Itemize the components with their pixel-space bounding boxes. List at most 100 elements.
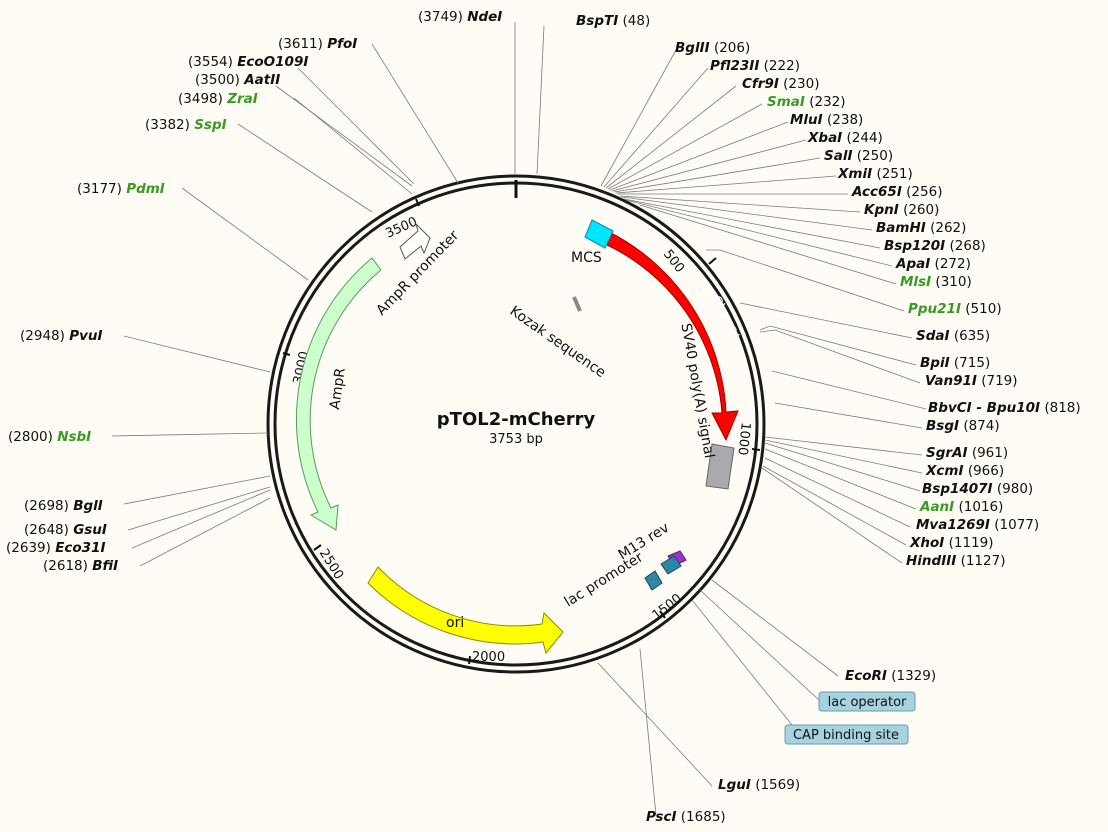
site-ndei[interactable]: (3749) NdeI bbox=[418, 9, 502, 25]
site-sali-name: SalI bbox=[824, 148, 852, 164]
site-lgui[interactable]: LguI (1569) bbox=[718, 777, 800, 793]
site-bbvci-bpu10i-pos: (818) bbox=[1044, 400, 1080, 416]
tick-mark-1000 bbox=[751, 448, 761, 451]
site-bsp1407i[interactable]: Bsp1407I (980) bbox=[922, 481, 1033, 497]
site-acc65i[interactable]: Acc65I (256) bbox=[851, 184, 942, 200]
site-mlui[interactable]: MluI (238) bbox=[790, 112, 863, 128]
site-bbvci-bpu10i-name: BbvCI - Bpu10I bbox=[928, 400, 1040, 416]
site-bgli-pos: (2698) bbox=[24, 498, 69, 514]
site-pfoi-name: PfoI bbox=[327, 36, 357, 52]
mcs-label: MCS bbox=[571, 250, 602, 266]
site-ppu21i[interactable]: Ppu21I (510) bbox=[908, 301, 1002, 317]
ori-label: ori bbox=[446, 615, 464, 631]
site-ppu21i-pos: (510) bbox=[965, 301, 1001, 317]
ampr-label: AmpR bbox=[327, 367, 349, 411]
site-aani[interactable]: AanI (1016) bbox=[919, 499, 1003, 515]
site-zrai-name: ZraI bbox=[226, 91, 258, 107]
cap-binding-site-box-bg bbox=[784, 724, 909, 745]
site-pdmi[interactable]: (3177) PdmI bbox=[77, 181, 165, 197]
ampr-promoter-feature[interactable] bbox=[399, 222, 431, 260]
site-bfii-name: BfiI bbox=[92, 558, 118, 574]
site-ecori-pos: (1329) bbox=[891, 668, 936, 684]
site-ecori[interactable]: EcoRI (1329) bbox=[845, 668, 936, 684]
mcherry-feature[interactable] bbox=[604, 232, 739, 442]
lac-operator-box[interactable]: lac operator bbox=[818, 691, 916, 712]
site-smai[interactable]: SmaI (232) bbox=[767, 94, 846, 110]
site-xhoi-pos: (1119) bbox=[949, 535, 994, 551]
site-pvui[interactable]: (2948) PvuI bbox=[20, 328, 103, 344]
site-bglii[interactable]: BglII (206) bbox=[675, 40, 750, 56]
site-bpii-name: BpiI bbox=[920, 355, 950, 371]
site-bglii-pos: (206) bbox=[714, 40, 750, 56]
site-psci-name: PscI bbox=[646, 809, 676, 825]
site-sdai-pos: (635) bbox=[954, 328, 990, 344]
tick-mark-2500 bbox=[313, 544, 322, 551]
site-pfoi[interactable]: (3611) PfoI bbox=[278, 36, 357, 52]
cap-binding-site-label: CAP binding site bbox=[793, 728, 899, 743]
site-hindiii[interactable]: HindIII (1127) bbox=[906, 553, 1005, 569]
site-bsp120i[interactable]: Bsp120I (268) bbox=[884, 238, 986, 254]
site-van91i[interactable]: Van91I (719) bbox=[925, 373, 1018, 389]
sv40-feature[interactable] bbox=[705, 443, 735, 490]
site-ecoo109i[interactable]: (3554) EcoO109I bbox=[188, 54, 308, 70]
site-van91i-pos: (719) bbox=[981, 373, 1017, 389]
site-mva1269i[interactable]: Mva1269I (1077) bbox=[916, 517, 1039, 533]
site-bglii-name: BglII bbox=[675, 40, 710, 56]
site-xmii-name: XmiI bbox=[837, 166, 872, 182]
site-bspti[interactable]: BspTI (48) bbox=[576, 13, 650, 29]
site-bbvci-bpu10i[interactable]: BbvCI - Bpu10I (818) bbox=[928, 400, 1081, 416]
site-bspti-name: BspTI bbox=[576, 13, 618, 29]
site-xmii-pos: (251) bbox=[876, 166, 912, 182]
site-aani-name: AanI bbox=[919, 499, 954, 515]
lac-promoter-feature[interactable] bbox=[660, 555, 682, 575]
site-eco31i[interactable]: (2639) Eco31I bbox=[6, 540, 106, 556]
site-apai[interactable]: ApaI (272) bbox=[895, 256, 971, 272]
site-ndei-name: NdeI bbox=[467, 9, 502, 25]
site-aatii[interactable]: (3500) AatII bbox=[195, 72, 280, 88]
site-bgli[interactable]: (2698) BglI bbox=[24, 498, 103, 514]
site-xbai-name: XbaI bbox=[807, 130, 842, 146]
site-mlsi[interactable]: MlsI (310) bbox=[900, 274, 972, 290]
mcs-feature[interactable] bbox=[584, 219, 614, 249]
site-kpni[interactable]: KpnI (260) bbox=[864, 202, 939, 218]
site-nsbi[interactable]: (2800) NsbI bbox=[8, 429, 91, 445]
site-bamhi[interactable]: BamHI (262) bbox=[876, 220, 966, 236]
site-gsui-name: GsuI bbox=[73, 522, 107, 538]
lac-operator-box-bg bbox=[818, 691, 916, 712]
site-bamhi-pos: (262) bbox=[930, 220, 966, 236]
site-xcmi[interactable]: XcmI (966) bbox=[925, 463, 1004, 479]
site-eco31i-name: Eco31I bbox=[55, 540, 105, 556]
site-bsgi-name: BsgI bbox=[926, 418, 959, 434]
site-mlui-name: MluI bbox=[790, 112, 823, 128]
site-sspi-pos: (3382) bbox=[145, 117, 190, 133]
site-mva1269i-pos: (1077) bbox=[994, 517, 1039, 533]
site-xmii[interactable]: XmiI (251) bbox=[837, 166, 913, 182]
site-sali[interactable]: SalI (250) bbox=[824, 148, 893, 164]
site-xbai[interactable]: XbaI (244) bbox=[807, 130, 883, 146]
site-mlsi-name: MlsI bbox=[900, 274, 931, 290]
site-bpii[interactable]: BpiI (715) bbox=[920, 355, 990, 371]
site-sgrai[interactable]: SgrAI (961) bbox=[926, 445, 1008, 461]
ori-feature[interactable] bbox=[367, 566, 564, 655]
cap-binding-site-box[interactable]: CAP binding site bbox=[784, 724, 909, 745]
site-bsgi[interactable]: BsgI (874) bbox=[926, 418, 1000, 434]
ampr-feature[interactable] bbox=[295, 257, 382, 531]
site-gsui[interactable]: (2648) GsuI bbox=[24, 522, 107, 538]
site-sdai[interactable]: SdaI (635) bbox=[916, 328, 990, 344]
site-bfii[interactable]: (2618) BfiI bbox=[43, 558, 118, 574]
site-zrai[interactable]: (3498) ZraI bbox=[178, 91, 258, 107]
tick-mark-2000 bbox=[468, 655, 471, 665]
kozak-feature[interactable] bbox=[572, 296, 582, 312]
site-xhoi[interactable]: XhoI (1119) bbox=[909, 535, 994, 551]
plasmid-name: pTOL2-mCherry bbox=[437, 409, 596, 430]
site-psci[interactable]: PscI (1685) bbox=[646, 809, 726, 825]
site-cfr9i[interactable]: Cfr9I (230) bbox=[742, 76, 819, 92]
site-sspi[interactable]: (3382) SspI bbox=[145, 117, 227, 133]
site-pdmi-name: PdmI bbox=[126, 181, 165, 197]
lac-promoter-feature-2 bbox=[644, 570, 663, 591]
site-xbai-pos: (244) bbox=[847, 130, 883, 146]
site-sdai-name: SdaI bbox=[916, 328, 950, 344]
site-pfl23ii-name: Pfl23II bbox=[710, 58, 759, 74]
site-pfl23ii[interactable]: Pfl23II (222) bbox=[710, 58, 800, 74]
